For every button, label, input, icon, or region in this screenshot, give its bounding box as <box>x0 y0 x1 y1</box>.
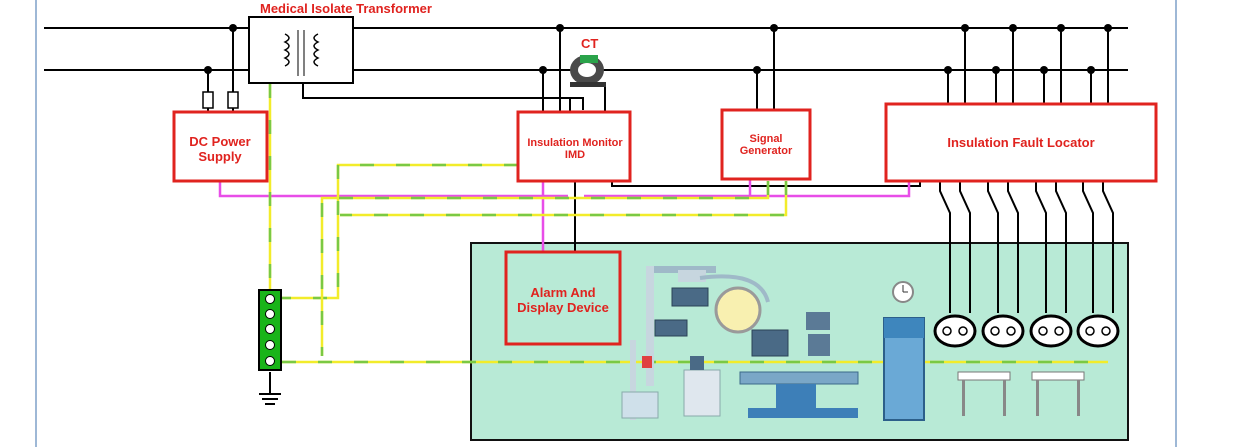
signal-generator-label-2: Generator <box>740 145 793 157</box>
dc-power-taps <box>202 24 239 113</box>
earth-lines <box>268 84 1108 394</box>
ground-icon <box>259 393 281 405</box>
magenta-signal-lines <box>218 179 911 252</box>
ct-sensor <box>570 55 606 87</box>
socket-outlets <box>933 314 1120 348</box>
fault-locator-box: Insulation Fault Locator <box>884 102 1158 183</box>
imd-taps <box>539 24 606 112</box>
alarm-display-box: Alarm And Display Device <box>504 250 622 346</box>
fault-locator-taps <box>944 24 1112 104</box>
dc-power-label-2: Supply <box>198 149 242 164</box>
signal-generator-box: Signal Generator <box>720 108 812 181</box>
dc-power-label-1: DC Power <box>189 134 250 149</box>
transformer-title: Medical Isolate Transformer <box>260 1 432 16</box>
medical-equipment-illustration <box>621 266 1085 421</box>
control-bus-line <box>611 181 921 187</box>
earth-terminal-block <box>258 289 282 371</box>
alarm-display-label-1: Alarm And <box>530 285 595 300</box>
imd-box: Insulation Monitor IMD <box>516 110 632 183</box>
imd-label-2: IMD <box>565 149 585 161</box>
dc-power-supply-box: DC Power Supply <box>172 110 269 183</box>
alarm-display-label-2: Display Device <box>517 300 609 315</box>
fault-locator-label: Insulation Fault Locator <box>947 135 1094 150</box>
transformer-secondary-lead <box>302 83 584 110</box>
imd-label-1: Insulation Monitor <box>527 137 623 149</box>
signal-generator-label-1: Signal <box>749 133 782 145</box>
signal-generator-taps <box>753 24 778 110</box>
locator-branches <box>939 181 1114 313</box>
isolation-transformer <box>248 16 354 84</box>
ct-label: CT <box>581 36 598 51</box>
